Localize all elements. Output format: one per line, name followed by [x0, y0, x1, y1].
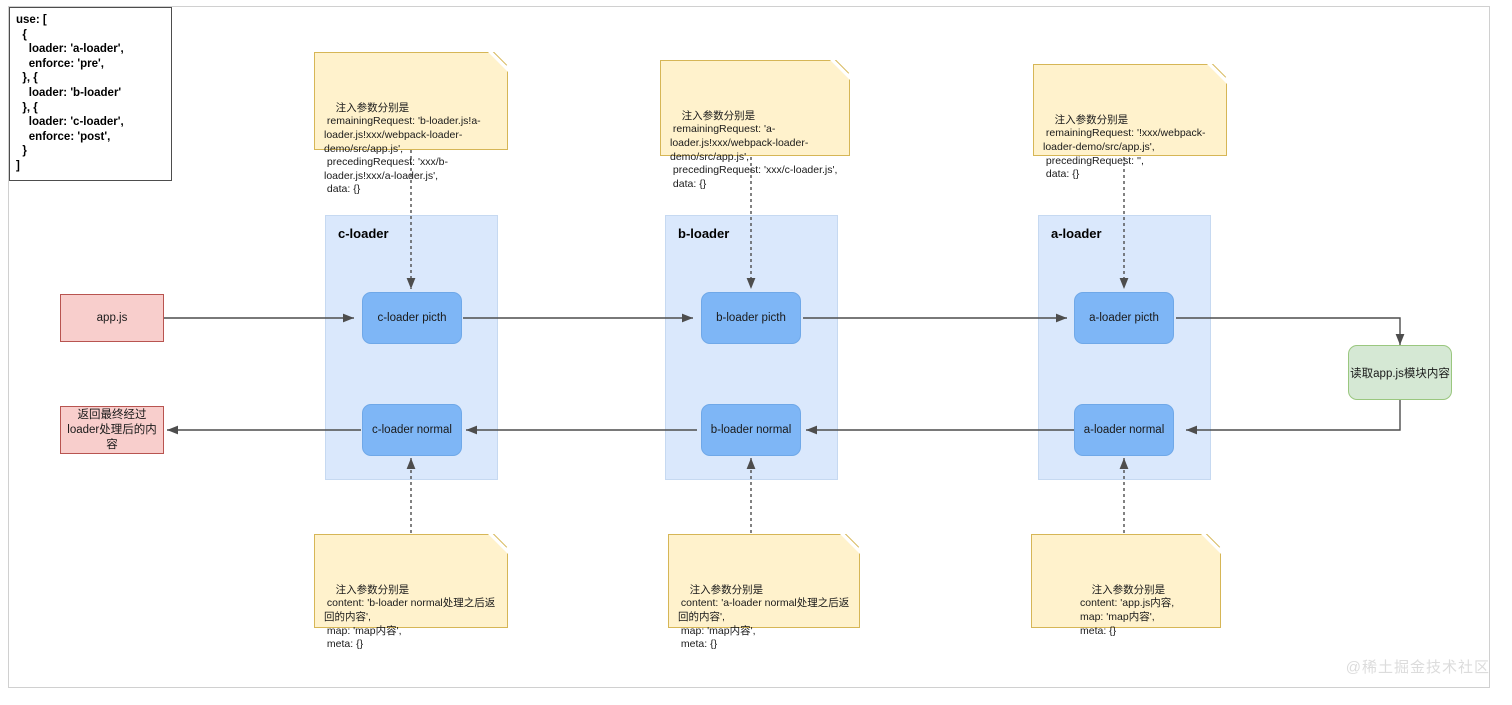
note-pitch-b[interactable]: 注入参数分别是 remainingRequest: 'a-loader.js!x… [660, 60, 850, 190]
entry-module-label: app.js [96, 311, 128, 324]
pitch-label-b: b-loader picth [716, 312, 786, 324]
pitch-box-c[interactable]: c-loader picth [362, 292, 462, 344]
normal-label-b: b-loader normal [710, 424, 792, 436]
note-normal-b-text: 注入参数分别是 content: 'a-loader normal处理之后返回的… [678, 583, 850, 651]
normal-label-a: a-loader normal [1083, 424, 1165, 436]
note-fold-icon [488, 52, 508, 72]
pitch-label-c: c-loader picth [377, 312, 447, 324]
normal-box-c[interactable]: c-loader normal [362, 404, 462, 456]
note-fold-icon [830, 60, 850, 80]
loader-group-label-a: a-loader [1051, 226, 1102, 241]
pitch-label-a: a-loader picth [1089, 312, 1159, 324]
loader-group-label-b: b-loader [678, 226, 730, 241]
note-fold-icon [488, 534, 508, 554]
watermark: @稀土掘金技术社区 [1345, 659, 1490, 676]
note-normal-c[interactable]: 注入参数分别是 content: 'b-loader normal处理之后返回的… [314, 534, 508, 650]
loader-group-label-c: c-loader [338, 226, 389, 241]
final-result-label: 返回最终经过loader处理后的内容 [67, 408, 157, 451]
read-module-box[interactable]: 读取app.js模块内容 [1348, 345, 1452, 400]
note-pitch-a-text: 注入参数分别是 remainingRequest: '!xxx/webpack-… [1043, 113, 1206, 181]
note-pitch-a[interactable]: 注入参数分别是 remainingRequest: '!xxx/webpack-… [1033, 64, 1227, 180]
note-pitch-b-text: 注入参数分别是 remainingRequest: 'a-loader.js!x… [670, 109, 838, 190]
note-pitch-c[interactable]: 注入参数分别是 remainingRequest: 'b-loader.js!a… [314, 52, 508, 195]
note-fold-icon [840, 534, 860, 554]
entry-module-box[interactable]: app.js [60, 294, 164, 342]
note-fold-icon [1207, 64, 1227, 84]
pitch-box-b[interactable]: b-loader picth [701, 292, 801, 344]
normal-box-a[interactable]: a-loader normal [1074, 404, 1174, 456]
final-result-box[interactable]: 返回最终经过loader处理后的内容 [60, 406, 164, 454]
pitch-box-a[interactable]: a-loader picth [1074, 292, 1174, 344]
note-fold-icon [1201, 534, 1221, 554]
normal-box-b[interactable]: b-loader normal [701, 404, 801, 456]
note-normal-b[interactable]: 注入参数分别是 content: 'a-loader normal处理之后返回的… [668, 534, 860, 650]
note-normal-c-text: 注入参数分别是 content: 'b-loader normal处理之后返回的… [324, 583, 496, 651]
read-module-label: 读取app.js模块内容 [1350, 367, 1450, 380]
canvas-border [8, 6, 1490, 688]
note-normal-a-text: 注入参数分别是 content: 'app.js内容, map: 'map内容'… [1080, 583, 1175, 637]
note-normal-a[interactable]: 注入参数分别是 content: 'app.js内容, map: 'map内容'… [1031, 534, 1221, 637]
loader-config-code-block: use: [ { loader: 'a-loader', enforce: 'p… [9, 7, 172, 181]
normal-label-c: c-loader normal [372, 424, 452, 436]
note-pitch-c-text: 注入参数分别是 remainingRequest: 'b-loader.js!a… [324, 101, 481, 196]
